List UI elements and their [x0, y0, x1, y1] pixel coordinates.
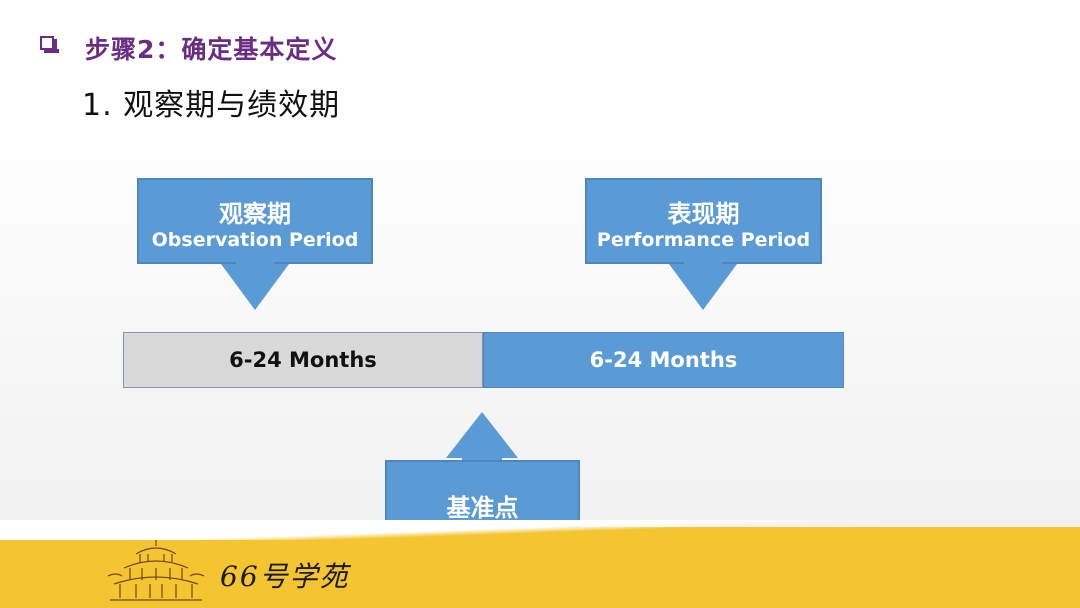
observation-period-en: Observation Period: [151, 229, 359, 251]
section-title: 步骤2：确定基本定义: [85, 35, 338, 64]
performance-period-en: Performance Period: [596, 229, 811, 251]
brand-logo-text: 66号学苑: [220, 560, 350, 593]
reference-up-arrow-icon: [446, 412, 518, 458]
performance-down-arrow-icon: [669, 264, 737, 310]
observation-duration-bar: 6-24 Months: [123, 332, 483, 388]
performance-period-zh: 表现期: [667, 200, 740, 228]
reference-arrow-shaft: [462, 456, 502, 462]
performance-duration-bar: 6-24 Months: [483, 332, 844, 388]
performance-period-box: 表现期 Performance Period: [585, 178, 822, 264]
footer-swoosh: [0, 520, 1080, 540]
checkbox-bullet-icon: [40, 36, 59, 53]
observation-period-zh: 观察期: [219, 200, 291, 228]
observation-period-box: 观察期 Observation Period: [137, 178, 373, 264]
reference-point-label: 基准点: [446, 493, 519, 522]
pagoda-building-icon: [107, 540, 205, 601]
slide-subtitle: 1. 观察期与绩效期: [82, 88, 341, 123]
observation-down-arrow-icon: [221, 264, 289, 310]
footer-band: [0, 527, 1080, 608]
